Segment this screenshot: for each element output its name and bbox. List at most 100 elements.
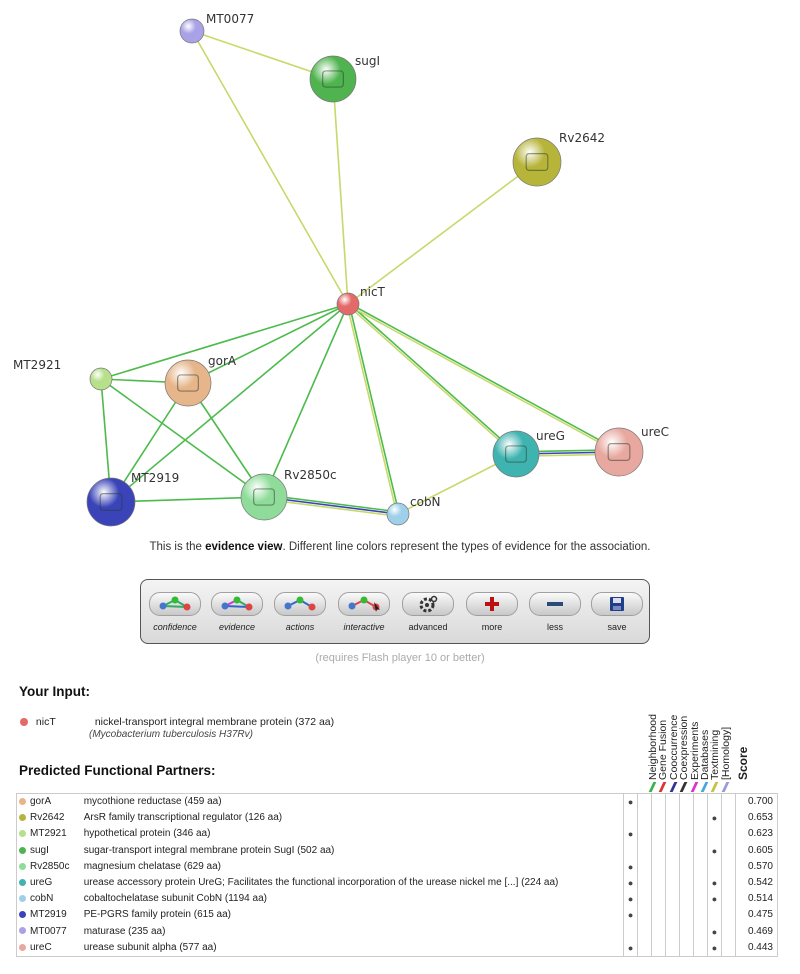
evidence-cell [692,810,708,827]
protein-color-icon [19,846,26,854]
network-edges [100,30,620,517]
edge-nicT-ureG[interactable] [346,304,516,456]
partner-desc: sugar-transport integral membrane protei… [83,844,335,856]
advanced-button[interactable]: advanced [399,592,457,632]
protein-structure-icon [322,70,344,88]
partner-desc: mycothione reductase (459 aa) [83,796,222,808]
evidence-cell [665,891,680,908]
node-ureC[interactable]: ureC [594,425,669,477]
evidence-cell [692,842,708,859]
evidence-cell [706,907,722,924]
evidence-cell [721,907,736,924]
edge-MT2921-Rv2850c[interactable] [100,378,265,498]
edge-nicT-ureC[interactable] [348,302,620,452]
evidence-cell [651,842,666,859]
node-circle-ureG [492,430,540,478]
evidence-color-stripe [659,782,667,792]
actions-button[interactable]: actions [271,592,329,632]
evidence-cell [678,923,694,940]
partner-name[interactable]: ureC [17,940,82,957]
network-graph[interactable]: MT0077 sugI Rv2642 nicT MT2921 gorA MT2919 Rv28… [0,0,800,535]
evidence-color-stripe [711,782,719,792]
advanced-label: advanced [408,622,448,632]
edge-MT0077-nicT[interactable] [191,30,349,305]
partner-name[interactable]: MT2921 [17,826,82,842]
node-MT0077[interactable]: MT0077 [179,12,254,44]
node-circle-nicT [336,292,360,316]
edge-MT0077-sugI[interactable] [191,30,334,80]
evidence-cell [706,826,722,843]
node-label-ureC: ureC [641,425,669,439]
evidence-cell [678,842,694,859]
edge-sugI-nicT[interactable] [332,78,349,305]
evidence-cell: ● [622,793,638,811]
evidence-cell: ● [706,810,722,827]
partner-name[interactable]: MT2919 [17,907,82,923]
partner-name[interactable]: MT0077 [17,924,82,940]
node-circle-gorA [164,359,212,407]
partner-name[interactable]: sugI [17,843,82,859]
partner-name[interactable]: gorA [17,794,82,811]
input-protein-name[interactable]: nicT [35,716,56,728]
protein-color-icon [19,878,26,886]
edge-MT2919-Rv2850c[interactable] [110,496,265,503]
interactive-icon [338,592,390,616]
evidence-cell [665,907,680,924]
interactive-button[interactable]: interactive [335,592,393,632]
evidence-cell [721,842,736,859]
evidence-cell [651,793,666,811]
partner-name[interactable]: Rv2642 [17,810,82,826]
edge-nicT-cobN[interactable] [348,303,400,514]
save-button[interactable]: save [588,592,646,632]
node-circle-ureC [594,427,644,477]
edge-nicT-ureG[interactable] [348,302,518,454]
node-gorA[interactable]: gorA [164,354,237,407]
evidence-cell: ● [622,907,638,924]
node-Rv2642[interactable]: Rv2642 [512,131,605,187]
protein-structure-icon [99,493,123,512]
node-MT2921[interactable]: MT2921 [13,358,113,391]
more-button[interactable]: more [463,592,521,632]
partner-name[interactable]: cobN [17,891,82,907]
less-button[interactable]: less [526,592,584,632]
node-cobN[interactable]: cobN [386,495,441,526]
partner-desc: PE-PGRS family protein (615 aa) [83,909,231,921]
edge-nicT-MT2919[interactable] [110,303,349,503]
evidence-cell [678,793,694,811]
caption-bold: evidence view [205,541,283,553]
evidence-cell [665,939,680,957]
node-nicT[interactable]: nicT [336,285,386,316]
save-label: save [607,622,627,632]
edge-nicT-gorA[interactable] [187,303,349,384]
evidence-cell [651,826,666,843]
edge-nicT-ureC[interactable] [347,304,619,454]
node-circle-Rv2642 [512,137,562,187]
input-protein-row[interactable]: nicT nickel-transport integral membrane … [20,716,334,740]
partner-name[interactable]: ureG [17,875,82,891]
partner-name[interactable]: Rv2850c [17,859,82,875]
evidence-cell [665,826,680,843]
evidence-cell [637,810,652,827]
edge-nicT-MT2921[interactable] [100,303,349,380]
node-ureG[interactable]: ureG [492,429,565,478]
edge-Rv2642-nicT[interactable] [347,161,538,305]
partner-score: 0.700 [735,793,778,811]
node-circle-MT0077 [179,18,205,44]
node-Rv2850c[interactable]: Rv2850c [240,468,337,521]
confidence-button[interactable]: confidence [146,592,204,632]
node-MT2919[interactable]: MT2919 [86,471,179,527]
edge-nicT-Rv2850c[interactable] [263,303,349,498]
edge-nicT-cobN[interactable] [346,304,398,515]
evidence-button[interactable]: evidence [208,592,266,632]
node-sugI[interactable]: sugI [309,54,380,103]
